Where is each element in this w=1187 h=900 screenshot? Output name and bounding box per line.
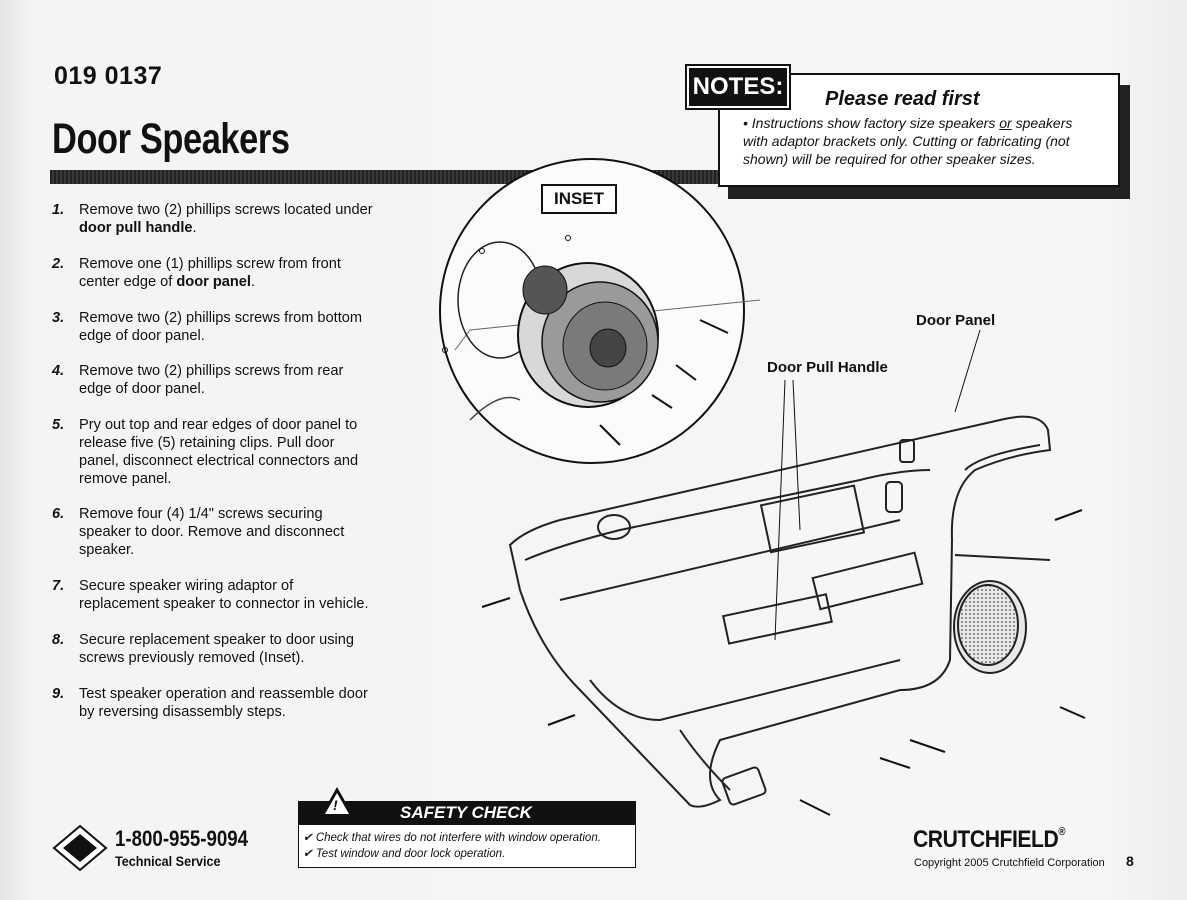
step-number: 8. bbox=[52, 632, 65, 648]
callout-door-panel: Door Panel bbox=[916, 312, 996, 329]
step-number: 2. bbox=[52, 256, 65, 272]
safety-item: ✔ Check that wires do not interfere with… bbox=[303, 832, 601, 844]
step-text: Remove two (2) phillips screws from bott… bbox=[79, 310, 363, 344]
part-number: 019 0137 bbox=[54, 62, 163, 90]
step-text: Remove one (1) phillips screw from front… bbox=[79, 256, 341, 290]
door-panel-drawing bbox=[508, 415, 1052, 808]
step-text: Remove two (2) phillips screws from rear… bbox=[79, 363, 344, 397]
step-number: 4. bbox=[52, 363, 65, 379]
callout-door-pull-handle: Door Pull Handle bbox=[767, 359, 888, 376]
door-pull-handle-leader-2 bbox=[792, 379, 801, 531]
speaker-inset-diagram bbox=[439, 158, 761, 464]
step-number: 7. bbox=[52, 578, 65, 594]
step-text: Pry out top and rear edges of door panel… bbox=[79, 417, 359, 487]
step-text: Secure replacement speaker to door using… bbox=[79, 632, 355, 666]
brand-logo: CRUTCHFIELD® bbox=[913, 826, 1066, 853]
inset-label: INSET bbox=[541, 184, 617, 214]
step-number: 5. bbox=[52, 417, 65, 433]
safety-item: ✔ Test window and door lock operation. bbox=[303, 848, 506, 860]
step-number: 6. bbox=[52, 506, 65, 522]
door-panel-leader bbox=[954, 329, 981, 413]
notes-body: • Instructions show factory size speaker… bbox=[743, 115, 1073, 167]
notes-tag: NOTES: bbox=[685, 64, 791, 110]
step-number: 9. bbox=[52, 686, 65, 702]
notes-title: Please read first bbox=[825, 88, 980, 110]
step-text: Remove two (2) phillips screws located u… bbox=[79, 202, 373, 236]
safety-check-header: ! SAFETY CHECK bbox=[298, 787, 636, 825]
copyright: Copyright 2005 Crutchfield Corporation bbox=[914, 857, 1105, 869]
door-pull-handle-leader bbox=[774, 379, 786, 641]
crutchfield-diamond-logo bbox=[52, 824, 108, 872]
step-number: 3. bbox=[52, 310, 65, 326]
page-title: Door Speakers bbox=[52, 115, 290, 163]
step-number: 1. bbox=[52, 202, 65, 218]
safety-check-box: ✔ Check that wires do not interfere with… bbox=[298, 825, 636, 868]
tech-support-phone: 1-800-955-9094 bbox=[115, 826, 249, 851]
step-text: Test speaker operation and reassemble do… bbox=[79, 686, 368, 720]
tech-support-caption: Technical Service bbox=[115, 853, 221, 869]
safety-check-title: SAFETY CHECK bbox=[400, 803, 532, 822]
page-number: 8 bbox=[1126, 853, 1134, 869]
screws bbox=[481, 509, 1086, 816]
